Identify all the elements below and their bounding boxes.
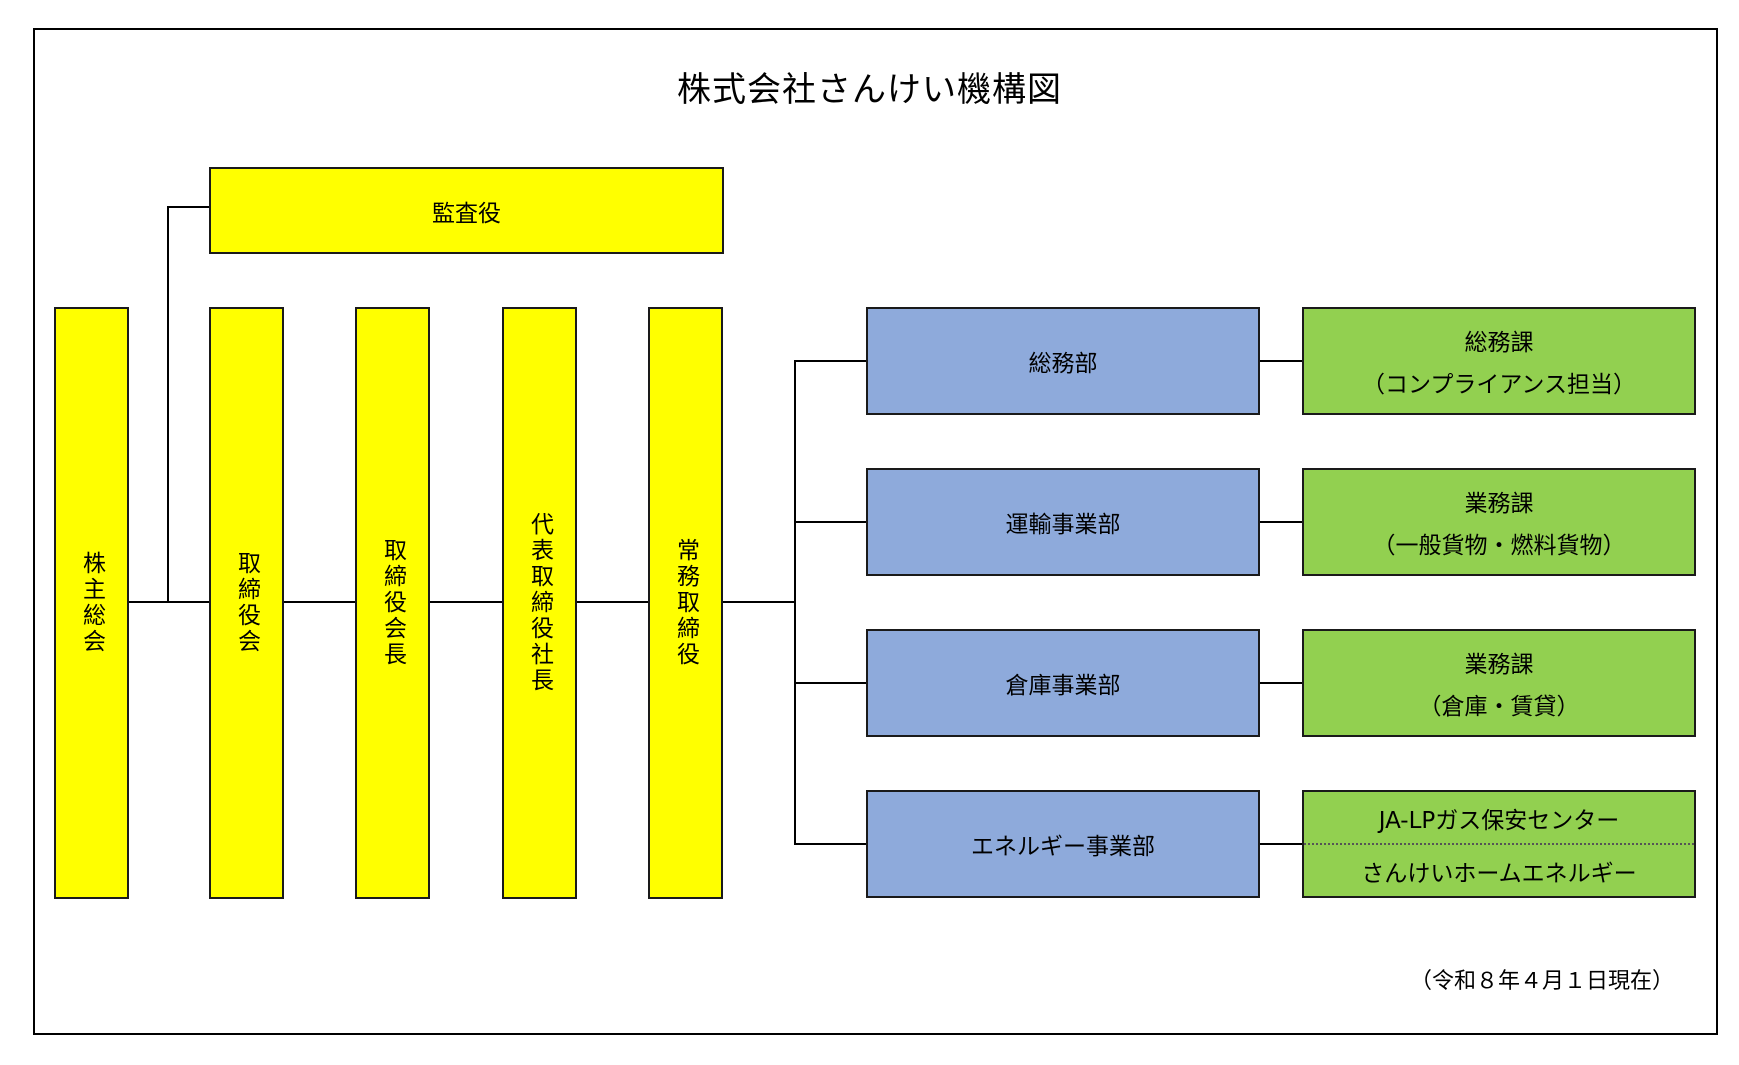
connector-branch-transport <box>794 521 866 523</box>
transport-dept-label: 運輸事業部 <box>1005 512 1121 538</box>
general-affairs-section-box: 総務課 （コンプライアンス担当） <box>1302 307 1696 415</box>
shareholders-meeting-box: 株主総会 <box>54 307 129 899</box>
managing-director-label: 常務取締役 <box>672 538 699 668</box>
general-affairs-section-detail: （コンプライアンス担当） <box>1362 372 1636 398</box>
connector-branch-warehouse <box>794 682 866 684</box>
auditor-label: 監査役 <box>432 200 501 227</box>
president-label: 代表取締役社長 <box>526 512 553 694</box>
ja-lp-gas-center-label: JA-LPガス保安センター <box>1378 807 1620 834</box>
connector-branch-energy <box>794 843 866 845</box>
connector-energy-section <box>1260 843 1302 845</box>
managing-director-box: 常務取締役 <box>648 307 723 899</box>
general-affairs-section-title: 総務課 <box>1464 330 1534 356</box>
connector-branch-general-affairs <box>794 360 866 362</box>
connector-warehouse-section <box>1260 682 1302 684</box>
connector-president-managing <box>577 601 648 603</box>
diagram-frame <box>33 28 1718 1035</box>
page-title: 株式会社さんけい機構図 <box>677 70 1062 110</box>
transport-section-detail: （一般貨物・燃料貨物） <box>1372 533 1626 559</box>
connector-general-affairs-section <box>1260 360 1302 362</box>
energy-section-box: JA-LPガス保安センター さんけいホームエネルギー <box>1302 790 1696 898</box>
energy-dept-label: エネルギー事業部 <box>971 834 1155 860</box>
shareholders-meeting-label: 株主総会 <box>78 551 105 655</box>
sankei-home-energy-label: さんけいホームエネルギー <box>1361 860 1637 887</box>
general-affairs-dept-box: 総務部 <box>866 307 1260 415</box>
connector-department-trunk <box>794 360 796 844</box>
warehouse-section-title: 業務課 <box>1464 652 1534 678</box>
chairman-box: 取締役会長 <box>355 307 430 899</box>
board-of-directors-box: 取締役会 <box>209 307 284 899</box>
energy-section-divider <box>1304 843 1694 845</box>
connector-transport-section <box>1260 521 1302 523</box>
connector-auditor-horizontal <box>167 206 209 208</box>
connector-auditor-vertical <box>167 206 169 602</box>
transport-section-box: 業務課 （一般貨物・燃料貨物） <box>1302 468 1696 576</box>
warehouse-dept-label: 倉庫事業部 <box>1005 673 1121 699</box>
connector-managing-trunk <box>723 601 795 603</box>
connector-shareholders-board <box>129 601 209 603</box>
as-of-date: （令和８年４月１日現在） <box>1409 969 1674 994</box>
transport-dept-box: 運輸事業部 <box>866 468 1260 576</box>
energy-dept-box: エネルギー事業部 <box>866 790 1260 898</box>
president-box: 代表取締役社長 <box>502 307 577 899</box>
general-affairs-dept-label: 総務部 <box>1028 351 1098 377</box>
chairman-label: 取締役会長 <box>379 538 406 668</box>
connector-chairman-president <box>430 601 502 603</box>
connector-board-chairman <box>284 601 355 603</box>
warehouse-dept-box: 倉庫事業部 <box>866 629 1260 737</box>
board-of-directors-label: 取締役会 <box>233 551 260 655</box>
warehouse-section-box: 業務課 （倉庫・賃貸） <box>1302 629 1696 737</box>
warehouse-section-detail: （倉庫・賃貸） <box>1418 694 1580 720</box>
auditor-box: 監査役 <box>209 167 724 254</box>
transport-section-title: 業務課 <box>1464 491 1534 517</box>
